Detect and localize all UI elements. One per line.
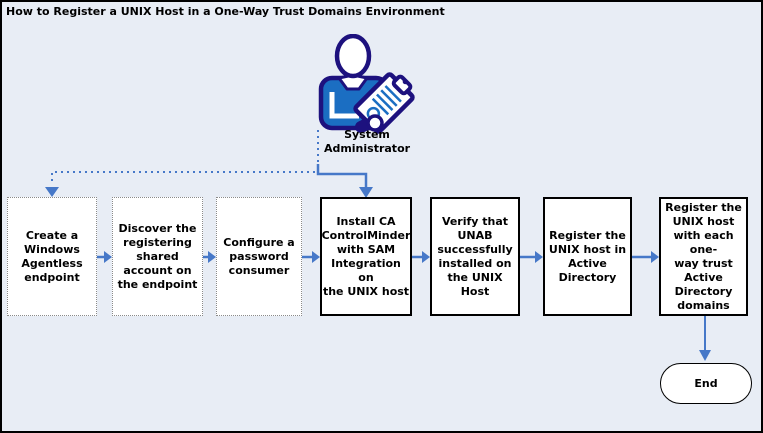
step-register-host-one-way-trust-domains: Register the UNIX host with each one- wa… <box>659 197 748 316</box>
step-configure-password-consumer: Configure a password consumer <box>216 197 302 316</box>
step-label: Discover the registering shared account … <box>117 221 198 291</box>
dotted-branch-line <box>51 171 315 185</box>
end-label: End <box>694 377 718 390</box>
arrow-step5-step6 <box>520 251 543 263</box>
arrowhead-into-step1 <box>45 187 59 197</box>
step-install-ca-controlminder: Install CA ControlMinder with SAM Integr… <box>320 197 412 316</box>
step-label: Create a Windows Agentless endpoint <box>21 228 83 284</box>
end-terminator: End <box>660 363 752 404</box>
step-label: Verify that UNAB successfully installed … <box>437 214 513 298</box>
actor-label: System Administrator <box>323 128 411 155</box>
step-label: Register the UNIX host in Active Directo… <box>548 228 627 284</box>
arrow-step7-end <box>699 316 711 361</box>
step-discover-registering-shared-account: Discover the registering shared account … <box>112 197 203 316</box>
step-label: Register the UNIX host with each one- wa… <box>665 200 742 312</box>
step-label: Configure a password consumer <box>223 235 295 277</box>
arrow-step2-step3 <box>203 251 216 263</box>
system-administrator-icon <box>318 34 415 134</box>
actor-flow-line <box>316 164 368 188</box>
arrow-step3-step4 <box>302 251 320 263</box>
arrow-step4-step5 <box>412 251 430 263</box>
page-title: How to Register a UNIX Host in a One-Way… <box>6 5 445 18</box>
hand <box>366 114 384 132</box>
step-label: Install CA ControlMinder with SAM Integr… <box>321 214 411 298</box>
step-register-host-active-directory: Register the UNIX host in Active Directo… <box>543 197 632 316</box>
step-create-windows-agentless-endpoint: Create a Windows Agentless endpoint <box>7 197 97 316</box>
arrow-step6-step7 <box>632 251 659 263</box>
arrow-step1-step2 <box>97 251 112 263</box>
step-verify-unab-installed: Verify that UNAB successfully installed … <box>430 197 520 316</box>
